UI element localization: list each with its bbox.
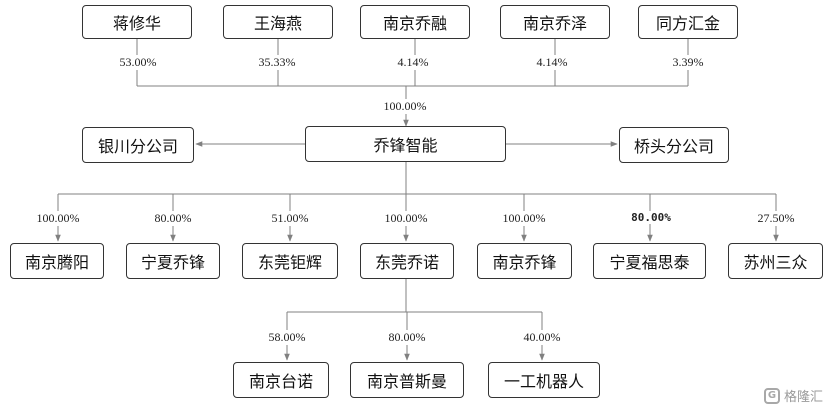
gelonghui-logo-icon: G xyxy=(763,387,780,404)
branch-box-yinchuan: 银川分公司 xyxy=(82,127,194,163)
subsidiary-percentage: 51.00% xyxy=(269,211,311,226)
sub-subsidiary-box: 南京台诺 xyxy=(233,362,329,398)
sub-subsidiary-box: 一工机器人 xyxy=(488,362,600,398)
shareholder-box: 王海燕 xyxy=(223,5,333,39)
shareholder-box: 南京乔泽 xyxy=(500,5,610,39)
shareholding-percentage: 53.00% xyxy=(117,55,159,70)
subsidiary-box: 苏州三众 xyxy=(728,243,823,279)
subsidiary-box: 南京腾阳 xyxy=(10,243,104,279)
sub-subsidiary-box: 南京普斯曼 xyxy=(350,362,464,398)
subsidiary-percentage: 27.50% xyxy=(755,211,797,226)
shareholder-box: 同方汇金 xyxy=(638,5,738,39)
company-total-percentage: 100.00% xyxy=(381,99,429,114)
sub-subsidiary-percentage: 40.00% xyxy=(521,330,563,345)
subsidiary-box: 东莞钜辉 xyxy=(242,243,338,279)
shareholding-percentage: 4.14% xyxy=(395,55,431,70)
watermark-text: 格隆汇 xyxy=(783,390,823,405)
subsidiary-box: 宁夏乔锋 xyxy=(126,243,220,279)
subsidiary-percentage: 80.00% xyxy=(629,211,673,224)
branch-box-qiaotou: 桥头分公司 xyxy=(619,127,729,163)
main-company-box: 乔锋智能 xyxy=(305,126,506,162)
subsidiary-percentage: 80.00% xyxy=(152,211,194,226)
subsidiary-percentage: 100.00% xyxy=(382,211,430,226)
sub-subsidiary-percentage: 80.00% xyxy=(386,330,428,345)
shareholding-percentage: 3.39% xyxy=(670,55,706,70)
shareholding-percentage: 35.33% xyxy=(256,55,298,70)
subsidiary-box: 南京乔锋 xyxy=(477,243,572,279)
shareholder-box: 南京乔融 xyxy=(360,5,470,39)
subsidiary-box: 宁夏福思泰 xyxy=(593,243,706,279)
subsidiary-percentage: 100.00% xyxy=(34,211,82,226)
watermark-logo: G 格隆汇 xyxy=(763,386,823,405)
shareholding-percentage: 4.14% xyxy=(534,55,570,70)
subsidiary-percentage: 100.00% xyxy=(500,211,548,226)
shareholder-box: 蒋修华 xyxy=(82,5,192,39)
subsidiary-box: 东莞乔诺 xyxy=(360,243,454,279)
sub-subsidiary-percentage: 58.00% xyxy=(266,330,308,345)
